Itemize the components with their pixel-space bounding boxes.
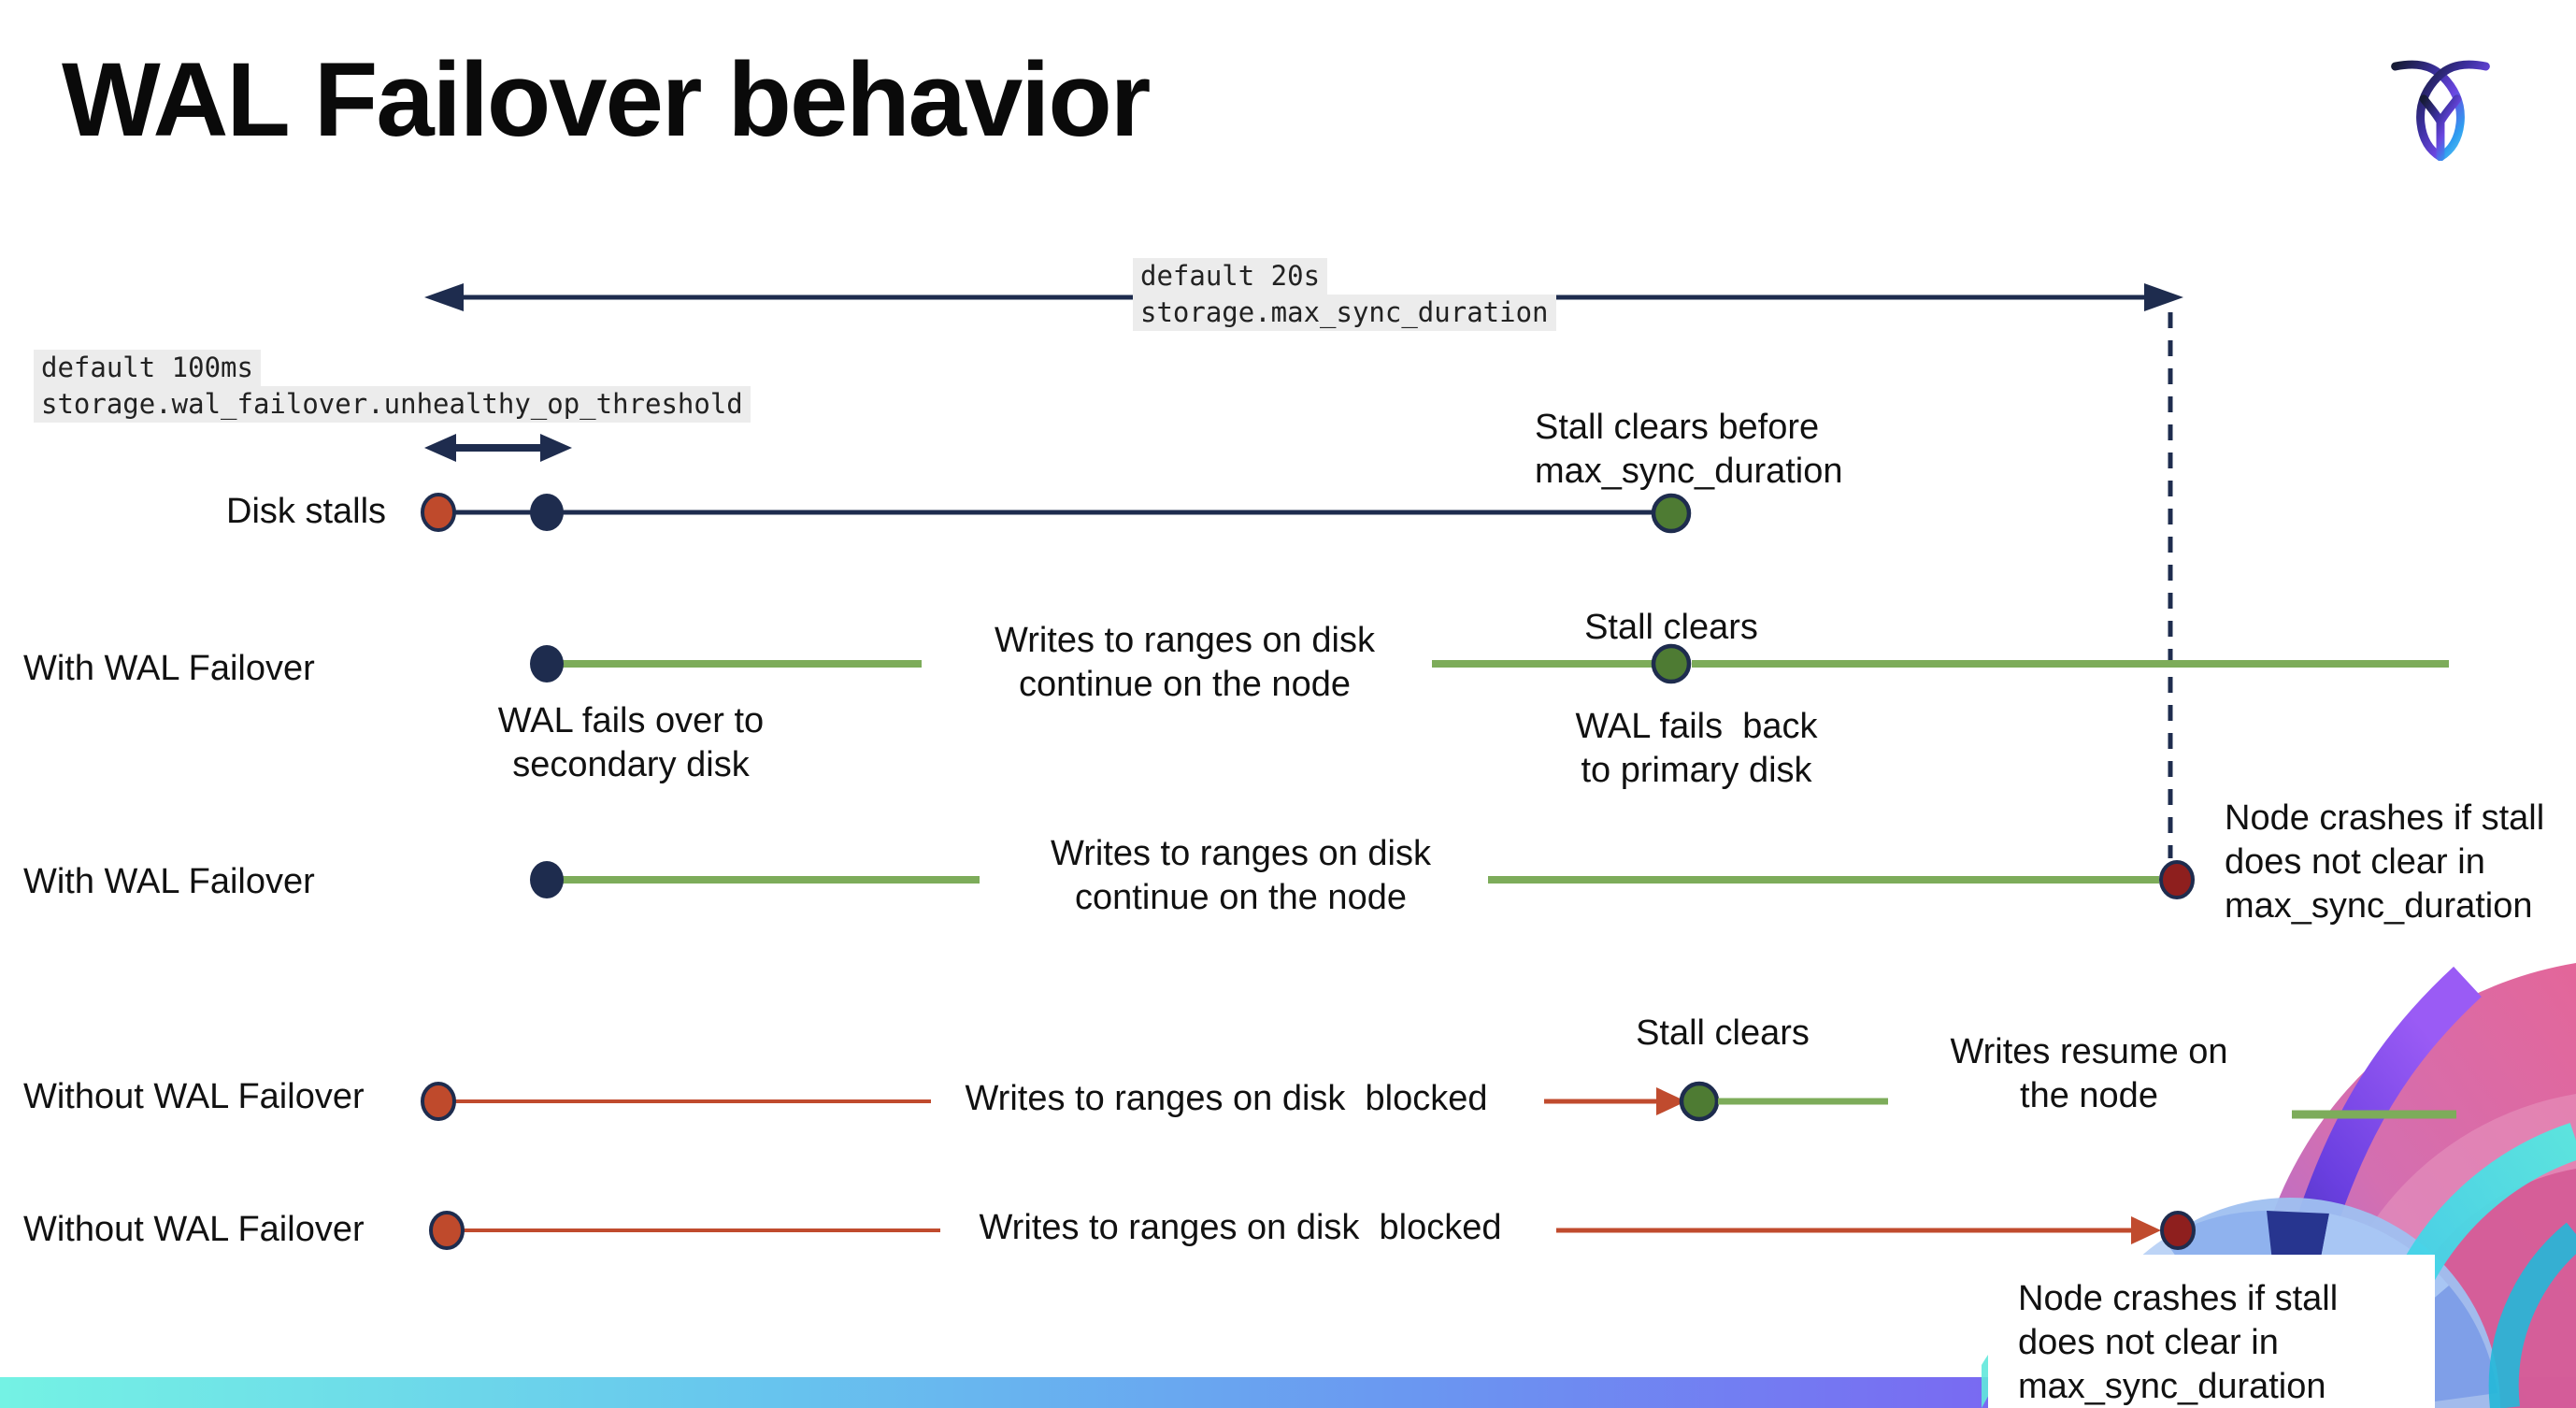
row-label-with-wal-failover: With WAL Failover: [23, 649, 315, 688]
stall-clears-before-note: Stall clears before max_sync_duration: [1535, 408, 1843, 491]
node-crash-dot: [2159, 860, 2195, 899]
arrow-head-right-icon: [540, 434, 572, 462]
failover-dot: [530, 645, 564, 682]
failover-dot: [530, 861, 564, 898]
arrow-head-left-icon: [424, 283, 464, 311]
row-label-with-wal-failover: With WAL Failover: [23, 862, 315, 901]
node-crash-note: Node crashes if stall does not clear in …: [2225, 798, 2545, 926]
stall-start-dot: [421, 493, 456, 532]
stall-clears-note: Stall clears: [1636, 1013, 1810, 1053]
row-label-without-wal-failover: Without WAL Failover: [23, 1210, 365, 1249]
stall-clears-dot: [1651, 493, 1692, 534]
stall-start-dot: [421, 1082, 456, 1121]
threshold-setting-name: storage.wal_failover.unhealthy_op_thresh…: [34, 386, 751, 423]
writes-continue-note: Writes to ranges on disk continue on the…: [1051, 834, 1431, 917]
cockroachdb-logo-icon: [2391, 60, 2490, 161]
row-label-without-wal-failover: Without WAL Failover: [23, 1077, 365, 1116]
node-crash-note: Node crashes if stall does not clear in …: [2018, 1279, 2339, 1406]
wal-fails-over-note: WAL fails over to secondary disk: [497, 701, 765, 784]
stall-start-dot: [429, 1211, 465, 1250]
row-label-disk-stalls: Disk stalls: [226, 492, 387, 531]
node-crash-card: Node crashes if stall does not clear in …: [1988, 1255, 2435, 1408]
cyan-arc-inner: [2488, 1222, 2576, 1408]
stall-clears-dot: [1651, 643, 1692, 684]
max-sync-setting-name: storage.max_sync_duration: [1133, 295, 1556, 331]
node-crash-dot: [2160, 1211, 2196, 1250]
page-title: WAL Failover behavior: [62, 41, 1151, 158]
arrow-head-left-icon: [424, 434, 456, 462]
wal-fails-back-note: WAL fails back to primary disk: [1575, 707, 1818, 790]
stall-clears-note: Stall clears: [1584, 608, 1758, 647]
writes-resume-note: Writes resume on the node: [1950, 1032, 2228, 1115]
writes-blocked-note: Writes to ranges on disk blocked: [979, 1208, 1502, 1247]
threshold-default-label: default 100ms: [34, 350, 261, 386]
arrow-head-right-icon: [2131, 1216, 2161, 1244]
arrow-head-right-icon: [2144, 283, 2183, 311]
threshold-dot: [530, 494, 564, 531]
stall-clears-dot: [1679, 1081, 1720, 1122]
max-sync-default-label: default 20s: [1133, 258, 1328, 295]
arrow-head-right-icon: [1656, 1087, 1686, 1115]
writes-continue-note: Writes to ranges on disk continue on the…: [995, 621, 1375, 704]
writes-blocked-note: Writes to ranges on disk blocked: [965, 1079, 1488, 1118]
